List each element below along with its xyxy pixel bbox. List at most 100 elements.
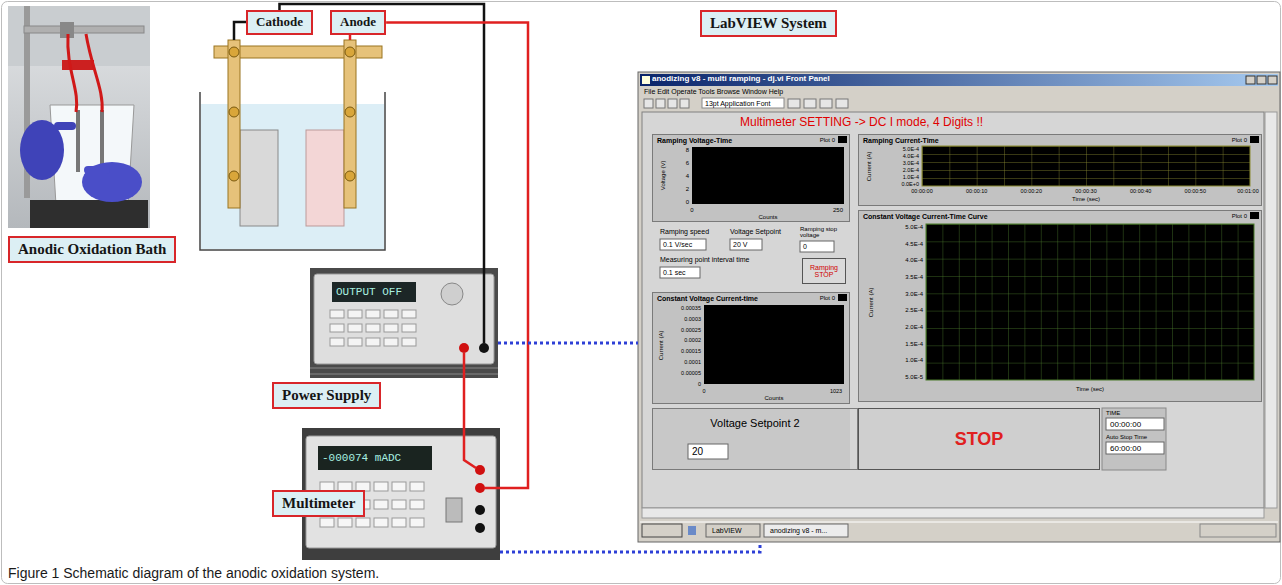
warning-text: Multimeter SETTING -> DC I mode, 4 Digit… [740, 116, 983, 130]
node-text: -000074 mADC [322, 452, 401, 465]
tick-label: 4 [686, 173, 689, 180]
tick-label: 00:00:40 [1130, 188, 1151, 194]
tick-label: 3.0E-4 [905, 291, 923, 298]
node-text: Anode [340, 15, 376, 30]
label-box: Anodic Oxidation Bath [8, 236, 176, 263]
control-label: Ramping stop voltage [800, 226, 844, 239]
taskbar-text: anodizing v8 - m... [770, 527, 827, 535]
tick-label: 0 [686, 199, 689, 206]
tick-label: 6 [686, 160, 689, 167]
tick-label: 00:00:00 [911, 188, 932, 194]
software-window: anodizing v8 - multi ramping - dj.vi Fro… [638, 72, 1280, 542]
graph-panel: Constant Voltage Current-Time Curve Plot … [858, 210, 1262, 402]
data-link [498, 342, 638, 345]
tick-label: 2.5E-4 [905, 307, 923, 314]
tick-label: 0.00005 [681, 370, 701, 376]
control-value: 0.1 sec [663, 269, 686, 277]
node-text: anodizing v8 - multi ramping - dj.vi Fro… [652, 74, 830, 83]
axis-title: Time (sec) [1072, 196, 1100, 203]
control-label: Ramping speed [660, 228, 709, 236]
tick-label: 4.5E-4 [905, 241, 923, 248]
taskbar-text: LabVIEW [712, 527, 742, 535]
tick-label: 250 [833, 207, 843, 214]
tick-label: 2 [686, 186, 689, 193]
node-text: STOP [955, 430, 1004, 449]
power-supply-unit: OUTPUT OFF [310, 268, 498, 378]
node-text: Cathode [256, 15, 303, 30]
node-text: LabVIEW System [710, 15, 827, 32]
tick-label: 00:00:10 [966, 188, 987, 194]
node-text: Plot 0 [1232, 137, 1247, 144]
tick-label: 5.0E-4 [905, 224, 923, 231]
tick-label: 0 [690, 207, 693, 214]
tick-label: 5.0E-5 [905, 374, 923, 381]
electrode-label: Cathode [246, 10, 313, 35]
tick-label: 00:00:50 [1185, 188, 1206, 194]
node-text: Power Supply [282, 387, 371, 404]
tick-label: 1.0E-4 [903, 174, 919, 180]
label-box: Power Supply [272, 382, 381, 409]
node-text: Constant Voltage Current-time [657, 295, 758, 303]
figure-caption: Figure 1 Schematic diagram of the anodic… [8, 565, 379, 581]
tick-label: 0.00035 [681, 305, 701, 311]
control-value: 0 [803, 243, 807, 251]
node-text: Ramping Current-Time [863, 137, 939, 145]
stop-button: Ramping STOP [802, 258, 846, 284]
tick-label: 8 [686, 147, 689, 154]
wire [463, 378, 466, 428]
axis-title: Current (A) [869, 287, 876, 317]
node-text: Plot 0 [1232, 213, 1247, 220]
tick-label: 0.00015 [681, 348, 701, 354]
control-label: TIME [1106, 410, 1120, 417]
tick-label: 2.0E-4 [905, 324, 923, 331]
node-text: Constant Voltage Current-Time Curve [863, 213, 988, 221]
tick-label: 0.0003 [684, 316, 701, 322]
axis-title: Counts [758, 214, 777, 221]
tick-label: 5.0E-4 [903, 146, 919, 152]
wire [386, 22, 528, 488]
tick-label: 00:00:30 [1075, 188, 1096, 194]
node-text: OUTPUT OFF [336, 286, 402, 299]
control-label: Voltage Setpoint [730, 228, 781, 236]
tick-label: 1.5E-4 [905, 341, 923, 348]
control-value: 60:00:00 [1110, 444, 1141, 453]
tick-label: 0.0002 [684, 337, 701, 343]
node-text: Ramping Voltage-Time [657, 137, 732, 145]
font-selector-text: 13pt Application Font [705, 100, 770, 108]
tick-label: 00:00:20 [1021, 188, 1042, 194]
control-value: 0.1 V/sec [663, 241, 692, 249]
setpoint-panel: Voltage Setpoint 2 [652, 408, 858, 470]
tick-label: 0.0001 [684, 359, 701, 365]
data-link [500, 542, 760, 552]
axis-title: Time (sec) [1076, 386, 1104, 393]
tick-label: 0.00025 [681, 327, 701, 333]
tick-label: 4.0E-4 [905, 257, 923, 264]
axis-title: Current (A) [867, 151, 874, 181]
tick-label: 00:01:00 [1237, 188, 1258, 194]
control-label: Measuring point interval time [660, 256, 750, 264]
control-value: 20 V [733, 241, 747, 249]
menu-bar-text: File Edit Operate Tools Browse Window He… [644, 88, 783, 96]
tick-label: 4.0E-4 [903, 153, 919, 159]
tick-label: 3.5E-4 [905, 274, 923, 281]
axis-title: Counts [764, 395, 783, 402]
tick-label: 1.0E-4 [905, 357, 923, 364]
node-text: Voltage Setpoint 2 [653, 417, 857, 430]
tick-label: 0 [702, 388, 705, 394]
node-text: Multimeter [282, 495, 355, 512]
axis-title: Current (A) [659, 330, 666, 360]
graph-panel: Ramping Voltage-Time Plot 0 [652, 134, 850, 222]
node-text: Plot 0 [820, 295, 835, 302]
wire [279, 4, 484, 268]
node-text: Plot 0 [820, 137, 835, 144]
axis-title: Voltage (V) [661, 160, 668, 190]
tick-label: 1023 [830, 388, 842, 394]
node-text: Ramping STOP [803, 264, 845, 279]
node-text: Anodic Oxidation Bath [18, 241, 166, 258]
label-box: Multimeter [272, 490, 365, 517]
stop-button: STOP [858, 408, 1100, 470]
label-box: LabVIEW System [700, 10, 837, 37]
control-label: Auto Stop Time [1106, 434, 1147, 441]
tick-label: 3.0E-4 [903, 160, 919, 166]
